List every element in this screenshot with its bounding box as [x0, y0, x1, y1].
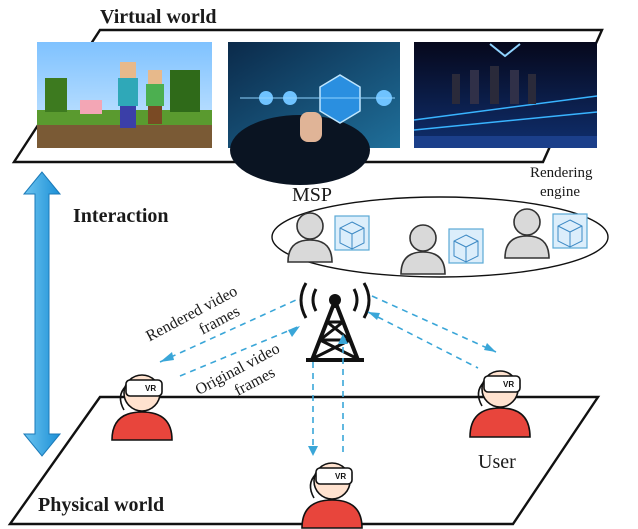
vr-user-left: VR — [111, 374, 173, 441]
rendering-engine-label-line1: Rendering — [530, 165, 593, 181]
vr-badge: VR — [503, 380, 514, 389]
communication-links — [159, 295, 497, 456]
minecraft-scene-image — [37, 42, 212, 148]
virtual-world-title: Virtual world — [100, 6, 216, 28]
user-label: User — [478, 451, 516, 473]
msp-label: MSP — [292, 184, 332, 206]
rendering-engine-cube-icon — [334, 215, 370, 251]
msp-server-2 — [400, 224, 484, 275]
physical-world-title: Physical world — [38, 494, 164, 516]
msp-server-3 — [504, 208, 588, 259]
msp-user-icon — [287, 212, 333, 263]
vr-user-right: VR — [469, 370, 531, 438]
vr-user-bottom: VR — [301, 462, 363, 529]
msp-user-icon — [400, 224, 446, 275]
rendering-engine-cube-icon — [448, 228, 484, 264]
base-station-tower-icon — [299, 282, 371, 362]
msp-user-icon — [504, 208, 550, 259]
virtual-concert-image — [413, 42, 598, 148]
smart-car-dashboard-image — [228, 42, 400, 185]
rendering-engine-cube-icon — [552, 213, 588, 249]
interaction-label: Interaction — [73, 205, 169, 227]
vr-badge: VR — [335, 472, 346, 481]
msp-server-1 — [287, 212, 370, 263]
rendering-engine-label-line2: engine — [540, 184, 580, 200]
vr-badge: VR — [145, 384, 156, 393]
interaction-arrow — [22, 171, 62, 457]
